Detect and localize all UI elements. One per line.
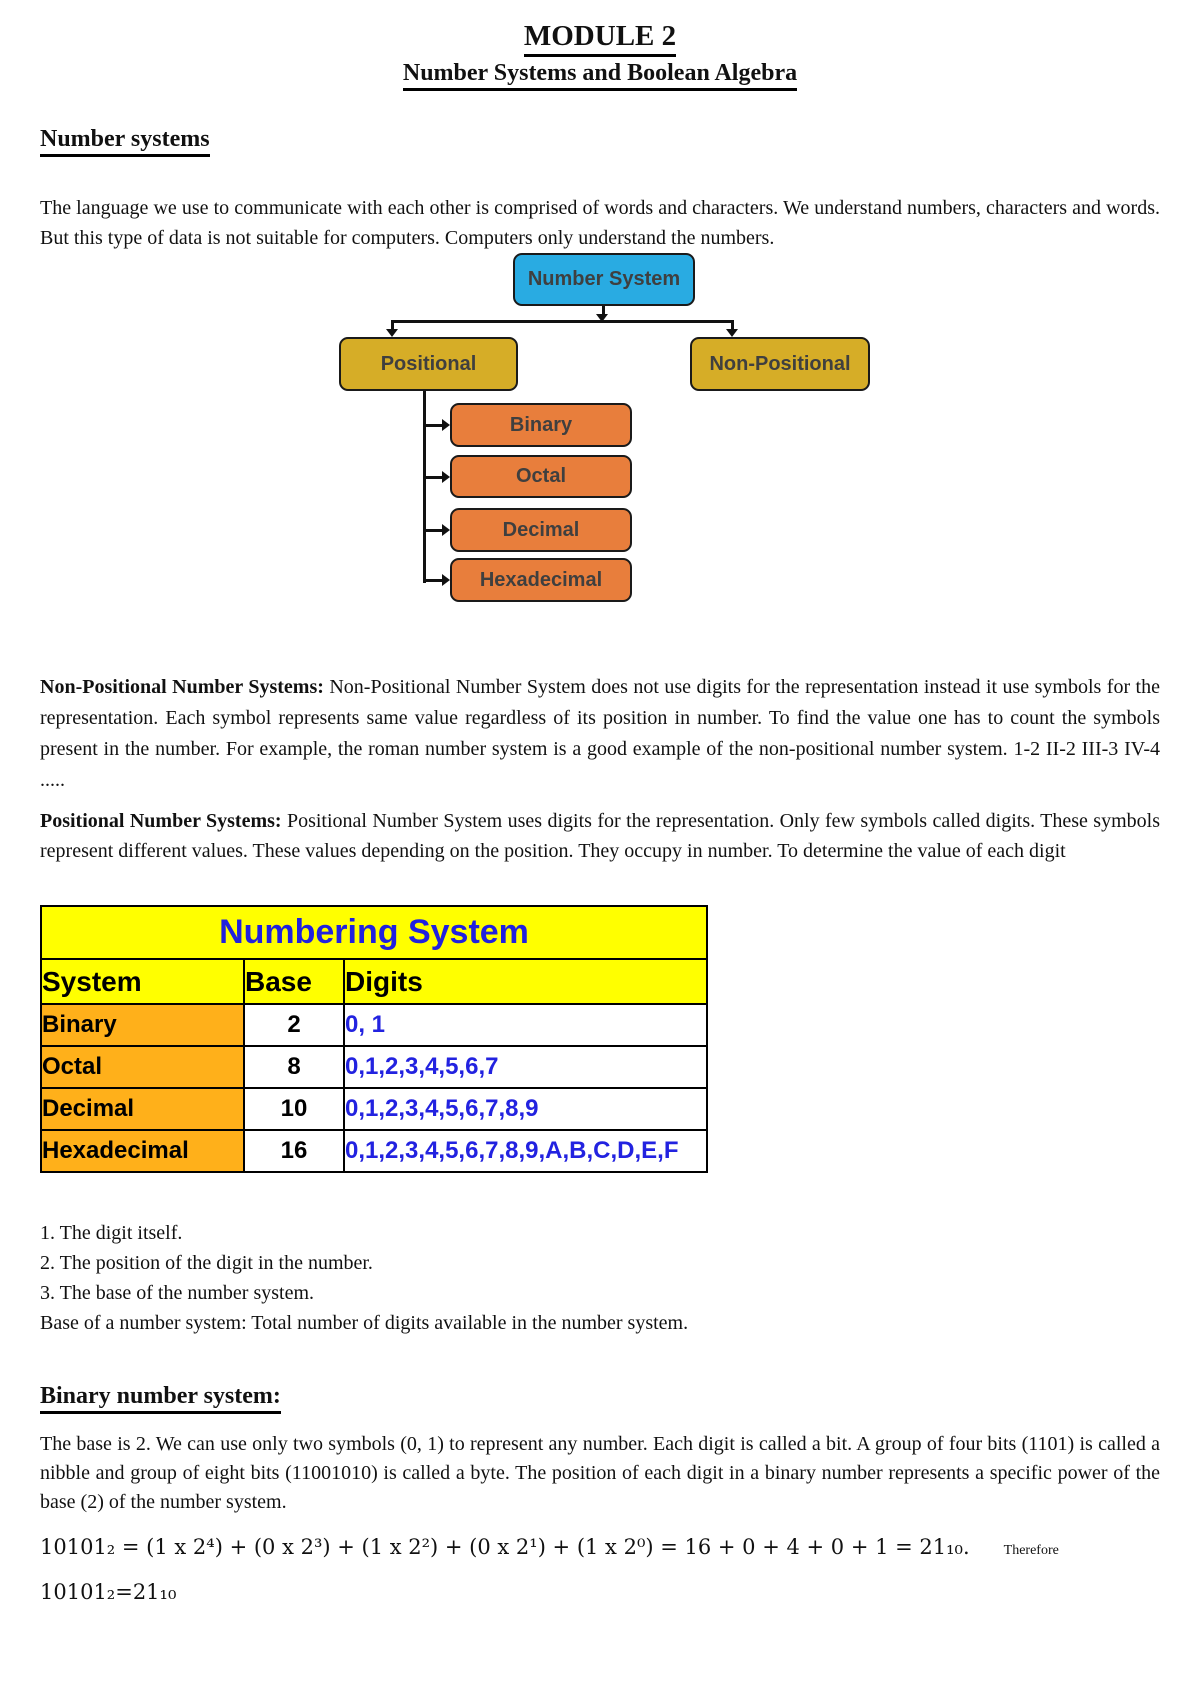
connector-right-stub [731, 320, 734, 330]
cell-base: 10 [243, 1087, 345, 1131]
cell-system: Hexadecimal [40, 1129, 245, 1173]
diagram-octal-label: Octal [515, 465, 567, 487]
binary-paragraph: The base is 2. We can use only two symbo… [40, 1433, 1160, 1513]
diagram-hexadecimal-box: Hexadecimal [450, 558, 632, 602]
table-row: Hexadecimal 16 0,1,2,3,4,5,6,7,8,9,A,B,C… [40, 1129, 708, 1173]
connector-decimal-stub [423, 529, 442, 532]
numbering-system-table: Numbering System System Base Digits Bina… [40, 905, 708, 1173]
arrowhead-left-branch-icon [386, 329, 398, 337]
connector-root-stem [602, 306, 605, 315]
cell-digits: 0,1,2,3,4,5,6,7 [343, 1045, 708, 1089]
cell-digits: 0, 1 [343, 1003, 708, 1047]
cell-base: 8 [243, 1045, 345, 1089]
connector-octal-stub [423, 476, 442, 479]
col-header-base: Base [243, 958, 345, 1005]
section-heading-binary: Binary number system: [40, 1383, 281, 1414]
arrowhead-octal-icon [442, 471, 450, 483]
section-heading-number-systems: Number systems [40, 126, 210, 157]
cell-digits: 0,1,2,3,4,5,6,7,8,9,A,B,C,D,E,F [343, 1129, 708, 1173]
diagram-decimal-label: Decimal [502, 518, 580, 541]
binary-result: 10101₂=21₁₀ [40, 1580, 177, 1604]
diagram-binary-box: Binary [450, 403, 632, 447]
cell-system: Octal [40, 1045, 245, 1089]
arrowhead-right-branch-icon [726, 329, 738, 337]
diagram-decimal-box: Decimal [450, 508, 632, 552]
therefore-note: Therefore [1003, 1543, 1059, 1558]
table-row: Octal 8 0,1,2,3,4,5,6,7 [40, 1045, 708, 1089]
binary-formula: 10101₂ = (1 x 2⁴) + (0 x 2³) + (1 x 2²) … [40, 1535, 970, 1559]
table-row: Decimal 10 0,1,2,3,4,5,6,7,8,9 [40, 1087, 708, 1131]
diagram-hexadecimal-label: Hexadecimal [479, 568, 603, 591]
diagram-positional-label: Positional [380, 352, 477, 375]
cell-system: Decimal [40, 1087, 245, 1131]
cell-digits: 0,1,2,3,4,5,6,7,8,9 [343, 1087, 708, 1131]
binary-formula-line: 10101₂ = (1 x 2⁴) + (0 x 2³) + (1 x 2²) … [40, 1533, 1180, 1565]
base-note: Base of a number system: Total number of… [40, 1312, 689, 1334]
non-positional-lead: Non-Positional Number Systems: [40, 676, 324, 698]
connector-hexadecimal-stub [423, 579, 442, 582]
arrowhead-binary-icon [442, 419, 450, 431]
connector-horizontal [391, 320, 734, 323]
list-item-3: 3. The base of the number system. [40, 1282, 315, 1304]
arrowhead-root-icon [596, 314, 608, 322]
cell-base: 16 [243, 1129, 345, 1173]
page-title: MODULE 2 [523, 20, 677, 57]
non-positional-paragraph: Non-Positional Number Systems: Non-Posit… [40, 672, 1160, 796]
doc-title-row: MODULE 2 [0, 20, 1200, 57]
positional-body: Positional Number System uses digits for… [40, 810, 1160, 862]
table-title: Numbering System [40, 905, 708, 960]
connector-binary-stub [423, 424, 442, 427]
table-row: Binary 2 0, 1 [40, 1003, 708, 1047]
diagram-octal-box: Octal [450, 455, 632, 498]
table-header-row: System Base Digits [40, 958, 708, 1005]
connector-positional-trunk [423, 391, 426, 583]
list-item-2: 2. The position of the digit in the numb… [40, 1252, 373, 1274]
cell-system: Binary [40, 1003, 245, 1047]
diagram-root-label: Number System [527, 268, 681, 290]
arrowhead-decimal-icon [442, 524, 450, 536]
doc-subtitle-row: Number Systems and Boolean Algebra [0, 60, 1200, 91]
connector-left-stub [391, 320, 394, 330]
diagram-non-positional-label: Non-Positional [709, 352, 851, 375]
positional-lead: Positional Number Systems: [40, 810, 282, 832]
non-positional-body: Non-Positional Number System does not us… [40, 676, 1160, 791]
diagram-binary-label: Binary [509, 413, 573, 436]
cell-base: 2 [243, 1003, 345, 1047]
page-subtitle: Number Systems and Boolean Algebra [402, 60, 798, 91]
diagram-non-positional-box: Non-Positional [690, 337, 870, 391]
table-title-row: Numbering System [40, 905, 708, 960]
col-header-digits: Digits [343, 958, 708, 1005]
diagram-root-box: Number System [513, 253, 695, 306]
col-header-system: System [40, 958, 245, 1005]
list-item-1: 1. The digit itself. [40, 1222, 183, 1244]
intro-paragraph: The language we use to communicate with … [40, 197, 1160, 249]
arrowhead-hexadecimal-icon [442, 574, 450, 586]
diagram-positional-box: Positional [339, 337, 518, 391]
positional-paragraph: Positional Number Systems: Positional Nu… [40, 806, 1160, 866]
